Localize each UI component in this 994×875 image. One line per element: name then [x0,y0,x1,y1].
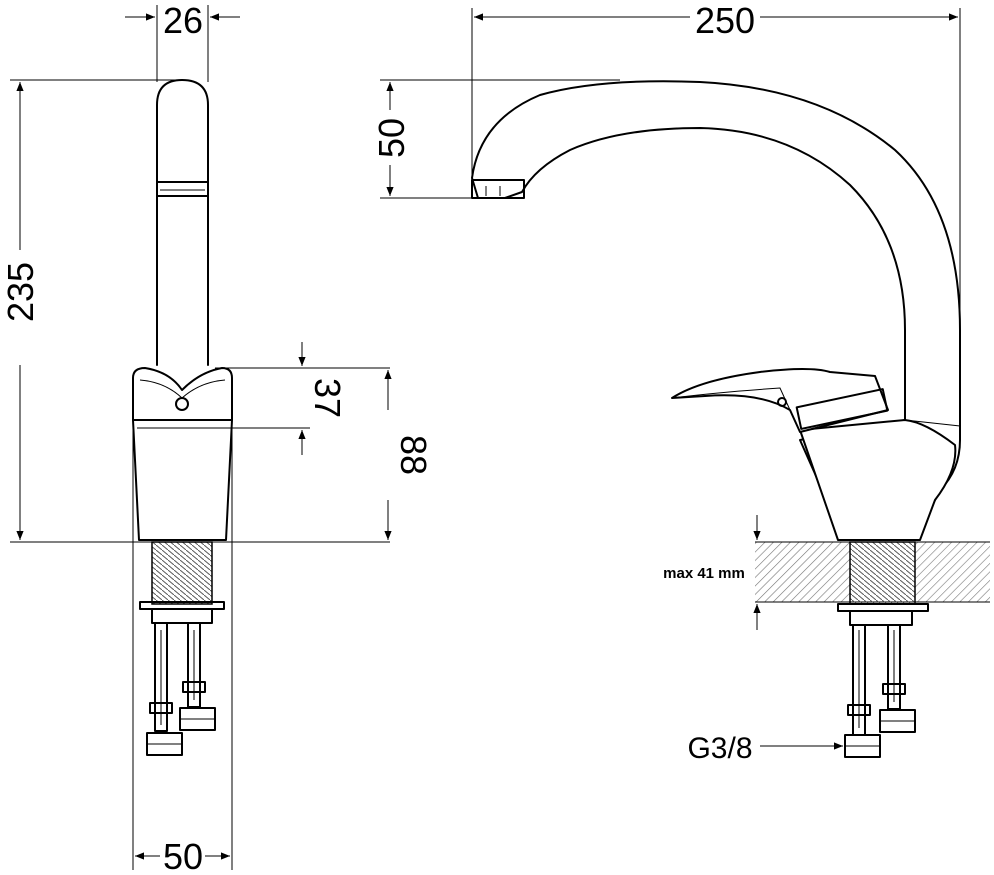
side-countertop-right [915,542,990,602]
front-view [132,79,233,756]
side-view [471,80,990,758]
dim-body-height: 88 [393,435,434,475]
dim-base-width: 50 [163,836,203,875]
dim-width-front: 26 [163,0,203,41]
front-aerator [156,181,209,197]
thread-label: G3/8 [687,732,752,765]
dim-spout-drop: 50 [371,118,412,158]
dim-lever-height: 37 [307,378,348,418]
front-dimensions: 26 235 50 37 88 [0,0,434,875]
side-shank [849,541,916,605]
side-countertop-left [755,542,850,602]
front-hose-left [154,622,168,732]
side-aerator [471,179,525,199]
front-shank [151,541,213,605]
side-lever [671,368,889,433]
side-body [799,419,957,541]
front-lever [132,367,233,421]
front-spout [156,79,209,366]
dim-total-height: 235 [0,262,41,322]
dim-reach: 250 [695,0,755,41]
max-thickness-label: max 41 mm [663,565,745,582]
front-body [132,419,233,541]
side-dimensions: 250 50 max 41 mm G3/8 [371,0,961,765]
